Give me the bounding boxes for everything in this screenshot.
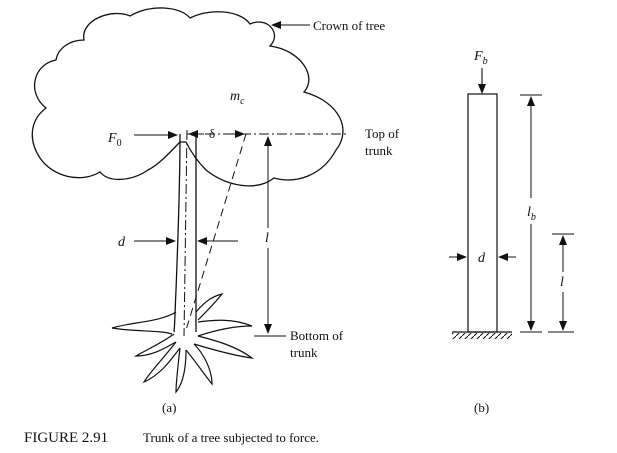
panel-b: Fb d lb l (b) (449, 49, 574, 415)
force-fb-label: Fb (473, 49, 488, 67)
column (467, 93, 498, 333)
length-l-b-label: l (560, 275, 564, 290)
ground-hatching (452, 333, 512, 339)
panel-a: Crown of tree mc F0 δ Top of trunk l Bot… (31, 7, 400, 415)
trunk-centerline (183, 129, 188, 337)
deflection-label: δ (209, 126, 215, 141)
figure-number: FIGURE 2.91 (24, 430, 108, 446)
crown-mass-label: mc (230, 89, 245, 107)
column-diameter-label: d (478, 251, 486, 266)
top-of-trunk-label-line1: Top of (365, 126, 400, 141)
top-of-trunk-label-line2: trunk (365, 143, 393, 158)
length-lb-label: lb (527, 205, 536, 223)
bottom-of-trunk-label-line2: trunk (290, 345, 318, 360)
length-l-label: l (265, 231, 269, 246)
figure-caption-text: Trunk of a tree subjected to force. (143, 430, 319, 445)
bottom-of-trunk-label-line1: Bottom of (290, 328, 344, 343)
crown-label: Crown of tree (313, 18, 385, 33)
panel-a-sublabel: (a) (162, 400, 176, 415)
tree-trunk (173, 133, 181, 333)
deflected-centerline (185, 133, 247, 331)
tree-crown (31, 7, 344, 187)
tree-roots (111, 292, 255, 394)
diameter-d-label: d (118, 235, 126, 250)
panel-b-sublabel: (b) (474, 400, 489, 415)
figure-caption: FIGURE 2.91 Trunk of a tree subjected to… (24, 430, 319, 446)
force-f0-label: F0 (107, 131, 122, 149)
